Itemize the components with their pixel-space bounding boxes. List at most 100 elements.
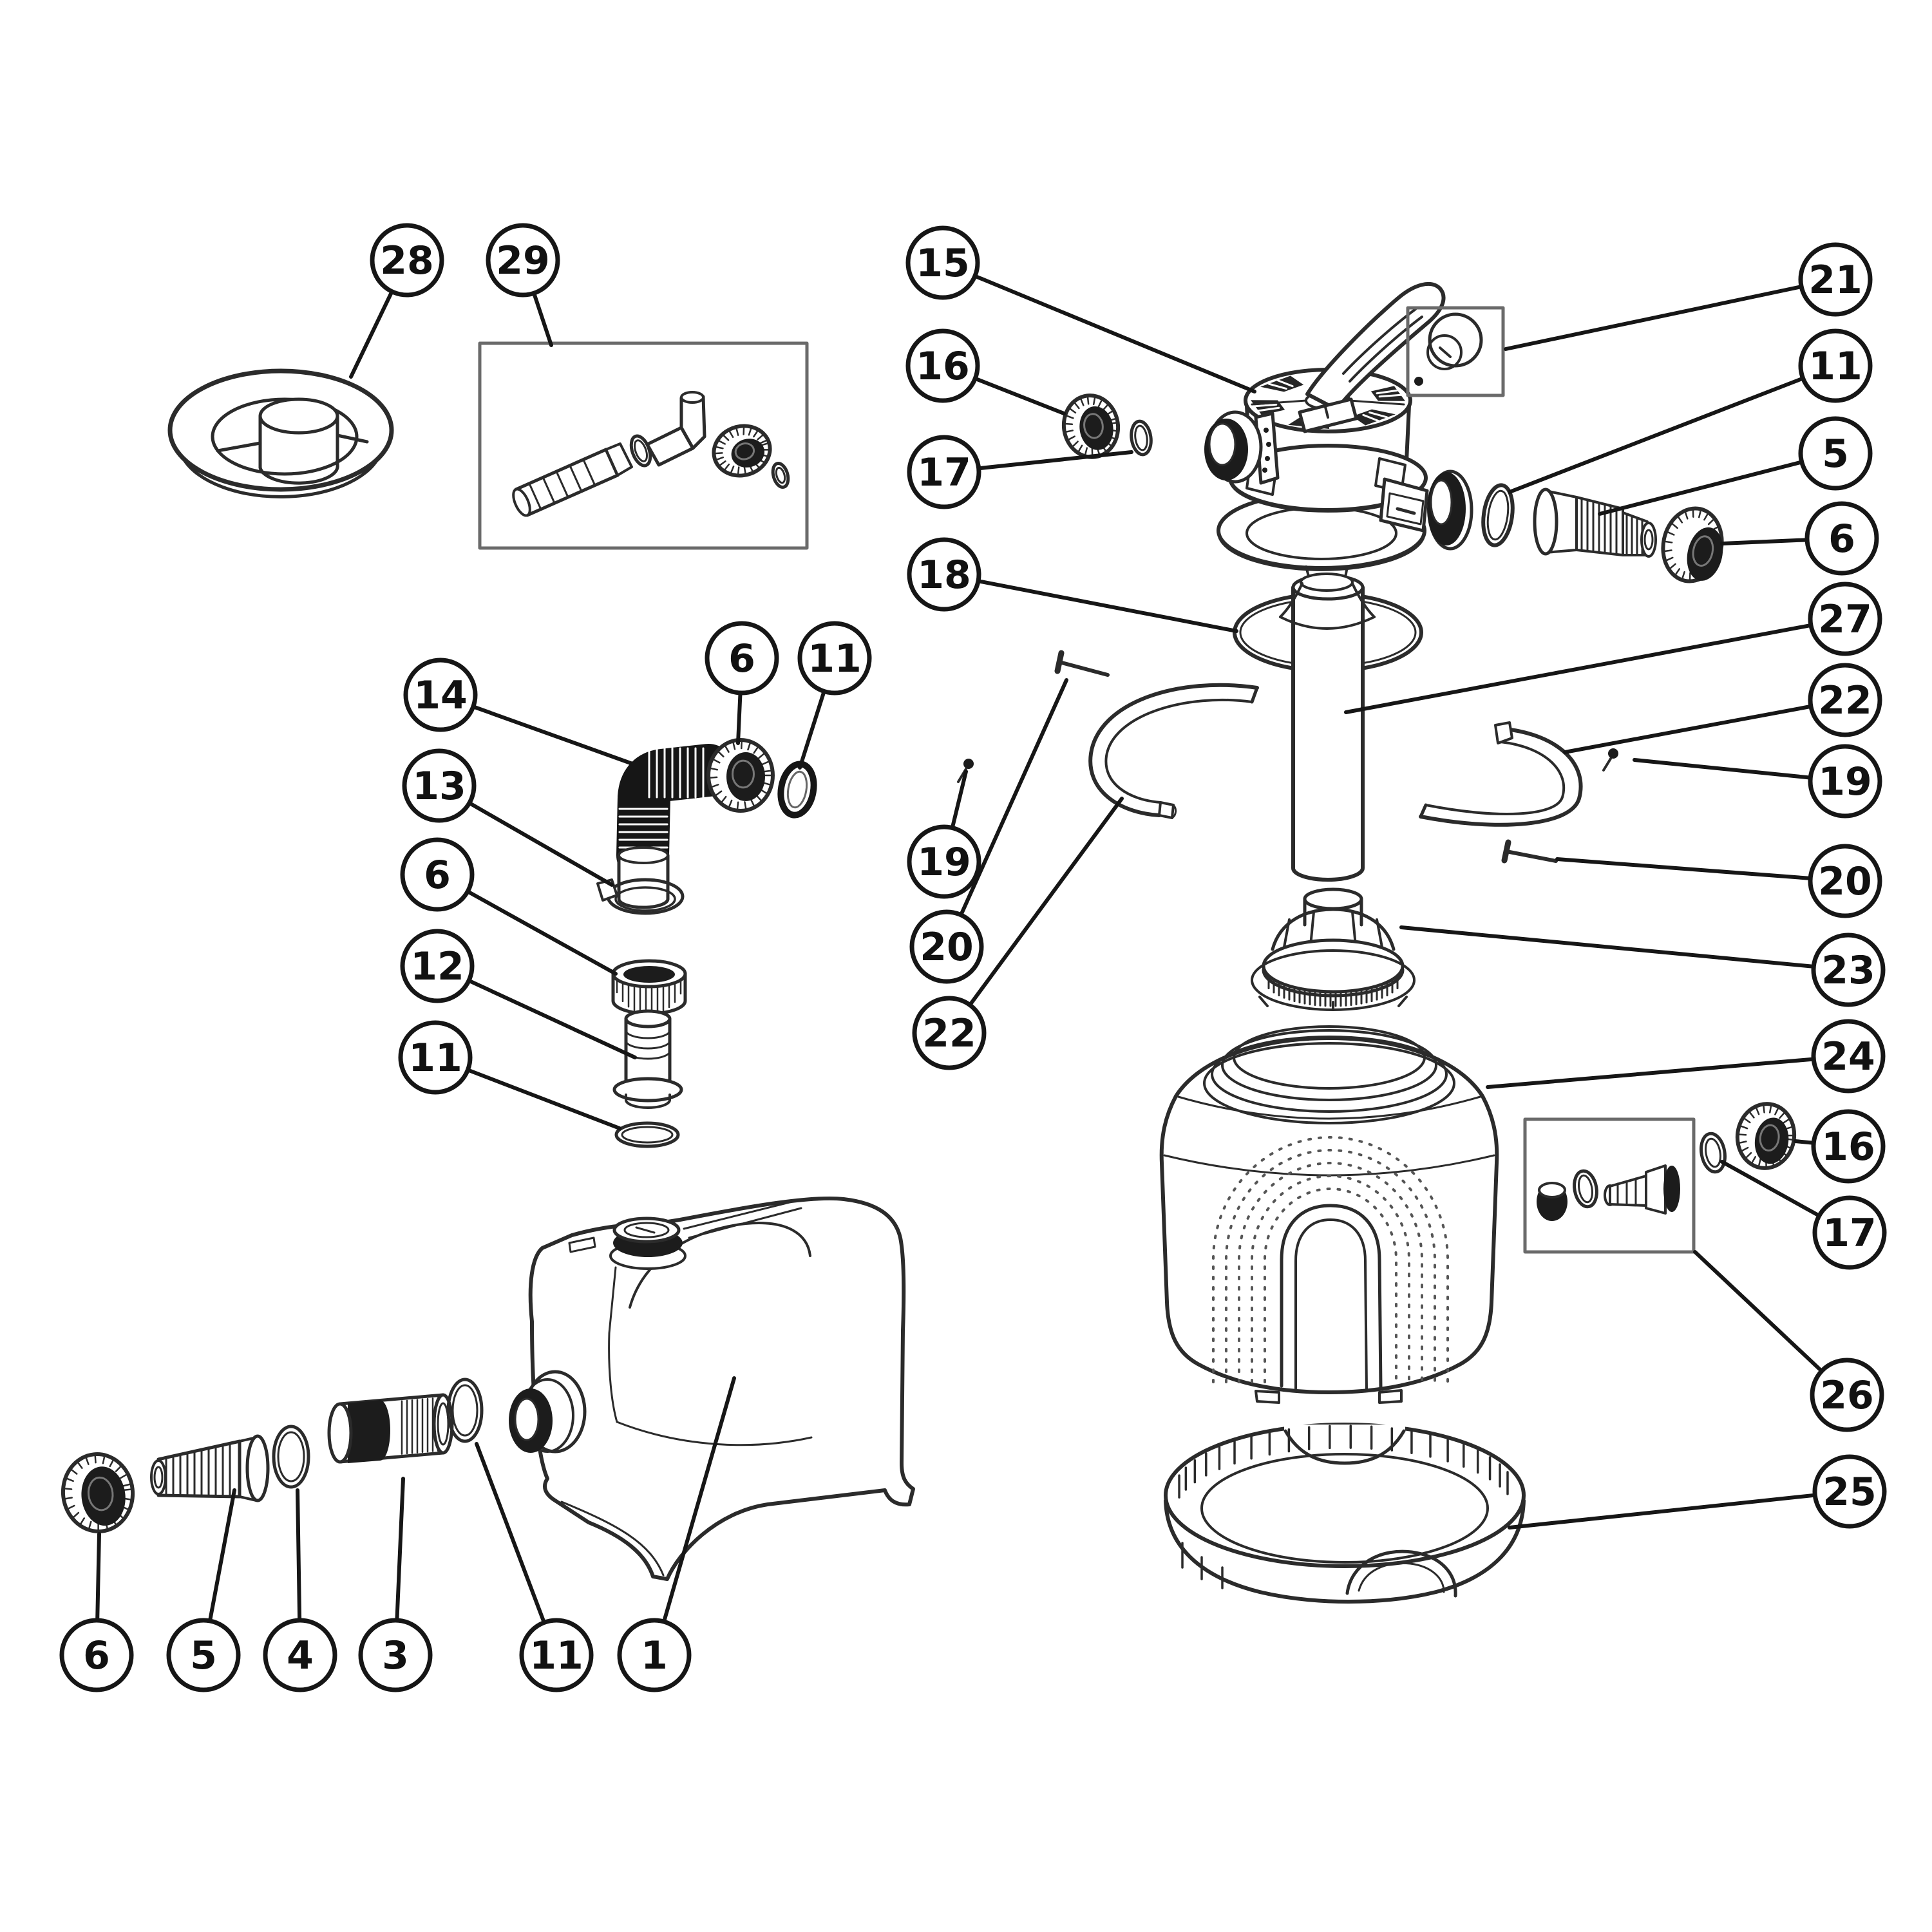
callout-19: 19: [1633, 744, 1882, 819]
balloon-number: 24: [1821, 1034, 1875, 1079]
callout-6: 6: [400, 837, 618, 976]
balloon-circle: [1808, 582, 1882, 656]
part-26-drain-valve-kit-box: [1523, 1117, 1696, 1254]
callout-22: 22: [912, 797, 1124, 1070]
balloon-number: 6: [83, 1633, 110, 1678]
part-17-oring-drain: [1700, 1132, 1727, 1174]
part-21-pressure-gauge-box: [1406, 306, 1505, 397]
part-24-filter-tank: [1159, 1036, 1499, 1404]
callout-20: 20: [1555, 844, 1882, 918]
balloon-circle: [705, 621, 779, 696]
balloon-number: 14: [413, 673, 468, 718]
balloon-number: 5: [1822, 431, 1849, 477]
balloon-number: 19: [917, 840, 971, 885]
part-29-hose-adapter-kit-box: [478, 341, 809, 550]
kit-union-nut: [712, 424, 772, 478]
leader-line: [1555, 857, 1813, 880]
balloon-number: 18: [917, 553, 971, 598]
callout-4: 4: [263, 1488, 337, 1692]
part-17-oring-left: [1130, 419, 1153, 457]
callout-13: 13: [402, 748, 614, 887]
part-11-oring-elbow: [777, 761, 817, 819]
balloon-number: 15: [916, 241, 970, 286]
balloon-number: 17: [1823, 1211, 1877, 1256]
part-16-union-nut-left: [1061, 393, 1121, 459]
balloon-circle: [59, 1618, 134, 1692]
balloon-circle: [1811, 933, 1886, 1007]
balloon-number: 13: [412, 764, 466, 809]
base-vertical-slats: [1178, 1425, 1509, 1499]
part-23-filter-strainer: [1251, 887, 1416, 1011]
tank-dotted-texture: [1212, 1136, 1449, 1386]
balloon-number: 28: [380, 238, 434, 283]
leader-line: [1720, 1160, 1821, 1218]
balloon-number: 17: [917, 450, 971, 495]
balloon-number: 22: [922, 1011, 976, 1056]
callout-16: 16: [1794, 1109, 1886, 1184]
leader-line: [1633, 758, 1813, 780]
part-6-union-nut-mid: [611, 959, 687, 1016]
leader-line: [959, 678, 1068, 917]
balloon-circle: [1811, 1019, 1886, 1094]
callout-6: 6: [59, 1532, 134, 1692]
leader-line: [1399, 925, 1816, 969]
balloon-number: 6: [424, 853, 451, 898]
part-14-elbow-hose: [616, 744, 735, 909]
part-16-drain-cap: [1735, 1102, 1797, 1170]
part-19-screw-small-right: [1602, 748, 1618, 772]
part-5-hose-adapter-right: [1533, 488, 1657, 558]
leader-line: [532, 291, 553, 347]
balloon-number: 11: [1808, 344, 1862, 389]
valve-handle: [1298, 281, 1446, 433]
balloon-circle: [1811, 1109, 1886, 1184]
union-nut-shape: [1061, 393, 1121, 459]
callout-3: 3: [358, 1477, 433, 1692]
part-20-screw-long-right: [1501, 839, 1558, 864]
callout-1: 1: [617, 1376, 736, 1692]
callout-5: 5: [1598, 416, 1873, 516]
part-20-screw-long-left: [1054, 650, 1110, 677]
union-nut-shape: [1661, 506, 1724, 583]
balloon-number: 1: [641, 1633, 668, 1678]
callout-17: 17: [907, 435, 1133, 509]
callout-18: 18: [907, 537, 1238, 633]
part-6-union-nut-right: [1661, 506, 1724, 583]
part-11-oring-right: [1481, 483, 1515, 547]
balloon-number: 11: [408, 1036, 462, 1081]
valve-right-port: [1379, 469, 1473, 551]
callout-19: 19: [907, 770, 981, 899]
balloon-circle: [166, 1618, 241, 1692]
leader-line: [1508, 1493, 1817, 1530]
part-22-flange-clamp-right: [1419, 721, 1583, 827]
part-4-oring: [272, 1425, 310, 1489]
callout-24: 24: [1486, 1019, 1886, 1094]
part-25-tank-base: [1164, 1423, 1526, 1604]
part-3-valve-connector: [327, 1393, 454, 1464]
part-5-hose-adapter-inlet: [150, 1434, 270, 1502]
callout-11: 11: [1508, 328, 1873, 494]
callout-20: 20: [909, 678, 1068, 984]
leader-line: [207, 1488, 236, 1623]
leader-line: [976, 579, 1238, 633]
callout-5: 5: [166, 1488, 241, 1692]
balloon-number: 3: [382, 1633, 409, 1678]
balloon-circle: [403, 658, 478, 732]
strainer-gear-ribs: [1267, 974, 1399, 1007]
part-6-union-nut-inlet: [61, 1452, 135, 1533]
callout-11: 11: [797, 621, 872, 770]
part-12-hose-adapter-mid: [612, 1009, 683, 1109]
part-6-union-nut-elbow: [706, 738, 775, 813]
balloon-circle: [1798, 242, 1873, 317]
callout-14: 14: [403, 658, 634, 766]
balloon-number: 23: [1821, 948, 1875, 993]
balloon-circle: [1808, 663, 1882, 737]
leader-line: [1508, 376, 1805, 494]
balloon-number: 6: [728, 636, 755, 681]
union-nut-shape: [712, 424, 772, 478]
balloon-circle: [1810, 1358, 1884, 1432]
balloon-number: 16: [916, 344, 970, 389]
balloon-circle: [905, 225, 980, 300]
balloon-number: 22: [1818, 678, 1872, 723]
part-22-flange-clamp-left: [1088, 683, 1259, 819]
